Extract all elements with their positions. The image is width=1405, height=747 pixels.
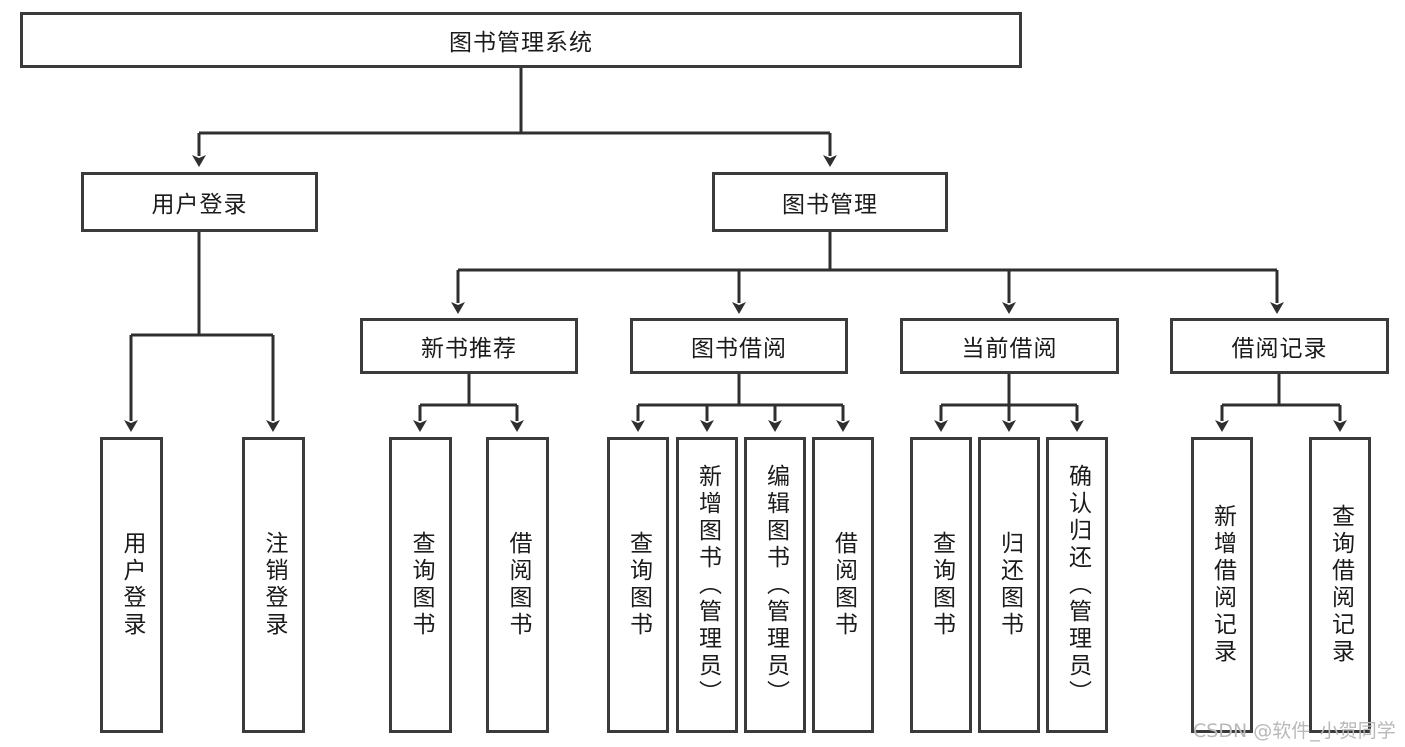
leaf-confirm-return-admin[interactable]: 确认归还（管理员） — [1046, 437, 1108, 733]
node-borrow-record-label: 借阅记录 — [1231, 336, 1328, 362]
leaf-add-book-admin[interactable]: 新增图书（管理员） — [676, 437, 738, 733]
node-borrow-record[interactable]: 借阅记录 — [1170, 318, 1389, 374]
leaf-borrow-book[interactable]: 借阅图书 — [812, 437, 874, 733]
leaf-return-book-label: 归还图书 — [996, 531, 1023, 639]
leaf-return-book[interactable]: 归还图书 — [978, 437, 1040, 733]
leaf-user-login[interactable]: 用户登录 — [100, 437, 163, 733]
leaf-borrow-book-recommend[interactable]: 借阅图书 — [486, 437, 549, 733]
node-book-borrow[interactable]: 图书借阅 — [630, 318, 848, 374]
leaf-edit-book-admin[interactable]: 编辑图书（管理员） — [744, 437, 806, 733]
watermark: CSDN @软件_小贺同学 — [1193, 720, 1396, 742]
leaf-edit-book-admin-label: 编辑图书（管理员） — [762, 463, 789, 707]
leaf-query-book-borrow-label: 查询图书 — [625, 531, 652, 639]
leaf-borrow-book-label: 借阅图书 — [830, 531, 857, 639]
leaf-logout-label: 注销登录 — [261, 531, 287, 639]
node-new-book-recommend[interactable]: 新书推荐 — [360, 318, 578, 374]
leaf-query-borrow-record-label: 查询借阅记录 — [1327, 504, 1354, 666]
leaf-add-borrow-record-label: 新增借阅记录 — [1209, 504, 1236, 666]
leaf-logout[interactable]: 注销登录 — [242, 437, 305, 733]
node-user-login[interactable]: 用户登录 — [81, 172, 318, 232]
leaf-user-login-label: 用户登录 — [119, 531, 145, 639]
leaf-query-book-borrow[interactable]: 查询图书 — [607, 437, 669, 733]
leaf-query-book-recommend-label: 查询图书 — [408, 531, 434, 639]
node-current-borrow[interactable]: 当前借阅 — [900, 318, 1119, 374]
node-book-borrow-label: 图书借阅 — [691, 336, 787, 362]
node-book-management[interactable]: 图书管理 — [712, 172, 948, 232]
leaf-query-borrow-record[interactable]: 查询借阅记录 — [1309, 437, 1371, 733]
leaf-query-book-recommend[interactable]: 查询图书 — [389, 437, 452, 733]
leaf-borrow-book-recommend-label: 借阅图书 — [505, 531, 531, 639]
leaf-add-borrow-record[interactable]: 新增借阅记录 — [1191, 437, 1253, 733]
leaf-query-book-current[interactable]: 查询图书 — [910, 437, 972, 733]
leaf-query-book-current-label: 查询图书 — [928, 531, 955, 639]
leaf-confirm-return-admin-label: 确认归还（管理员） — [1064, 463, 1091, 707]
node-book-management-label: 图书管理 — [782, 192, 878, 218]
node-new-book-recommend-label: 新书推荐 — [421, 336, 517, 362]
leaf-add-book-admin-label: 新增图书（管理员） — [694, 463, 721, 707]
node-root[interactable]: 图书管理系统 — [20, 12, 1022, 68]
node-user-login-label: 用户登录 — [151, 192, 248, 218]
node-root-label: 图书管理系统 — [449, 30, 593, 56]
node-current-borrow-label: 当前借阅 — [961, 336, 1058, 362]
